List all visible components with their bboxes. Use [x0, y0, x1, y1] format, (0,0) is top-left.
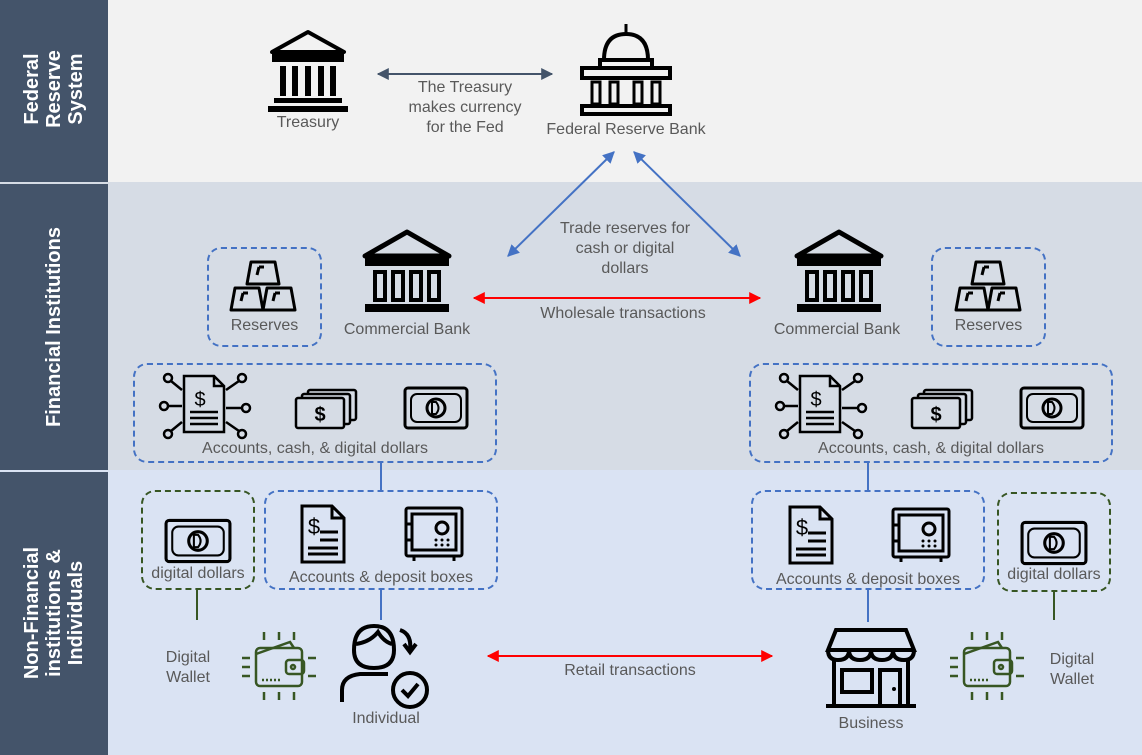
deposit-label-right: Accounts & deposit boxes	[775, 571, 961, 588]
treasury-icon	[268, 30, 348, 112]
sidebar-federal	[0, 0, 108, 182]
wholesale-label: Wholesale transactions	[540, 305, 706, 322]
reserves-box-right	[931, 247, 1046, 347]
reserves-label-left: Reserves	[230, 317, 299, 334]
accounts-box-right	[749, 363, 1113, 463]
digital-dollar-bill-icon	[1020, 520, 1088, 566]
svg-text:$: $	[796, 515, 808, 540]
fed-left-bank-arrow	[507, 151, 615, 257]
accounts-label-left: Accounts, cash, & digital dollars	[202, 440, 428, 457]
cash-stack-icon: $	[910, 388, 974, 430]
individual-user-icon	[340, 623, 429, 709]
reserves-label-right: Reserves	[954, 317, 1023, 334]
digital-wallet-label-right: Digital Wallet	[1049, 651, 1095, 688]
digital-wallet-icon	[242, 632, 316, 700]
cash-stack-icon: $	[294, 388, 358, 430]
digital-dollar-bill-icon	[1019, 386, 1085, 430]
deposit-box-right	[751, 490, 985, 590]
storefront-icon	[825, 628, 917, 708]
connected-document-icon: $	[158, 372, 252, 440]
document-dollar-icon: $	[788, 505, 834, 565]
treasury-fed-label: The Treasury makes currency for the Fed	[408, 79, 522, 136]
trade-reserves-label: Trade reserves for cash or digital dolla…	[559, 220, 691, 277]
digital-dollar-bill-icon	[164, 518, 232, 564]
gold-bars-icon	[954, 260, 1022, 312]
sidebar-financial	[0, 184, 108, 470]
svg-text:$: $	[308, 514, 320, 539]
connected-document-icon: $	[774, 372, 868, 440]
svg-text:$: $	[930, 404, 941, 426]
safe-box-icon	[891, 507, 951, 562]
fed-right-bank-arrow	[633, 151, 741, 257]
svg-text:$: $	[314, 404, 325, 426]
digital-dollars-box-left	[141, 490, 255, 590]
digital-dollar-bill-icon	[403, 386, 469, 430]
accounts-label-right: Accounts, cash, & digital dollars	[818, 440, 1044, 457]
digital-dollars-label-left: digital dollars	[151, 565, 245, 582]
commercial-bank-icon-right	[794, 229, 884, 312]
accounts-box-left	[133, 363, 497, 463]
gold-bars-icon	[229, 260, 297, 312]
commercial-bank-label-right: Commercial Bank	[773, 321, 901, 338]
retail-label: Retail transactions	[564, 662, 696, 679]
digital-dollars-box-right	[997, 492, 1111, 592]
deposit-label-left: Accounts & deposit boxes	[288, 569, 474, 586]
svg-text:$: $	[194, 389, 205, 411]
safe-box-icon	[404, 506, 464, 561]
document-dollar-icon: $	[300, 504, 346, 564]
sidebar-nonfinancial	[0, 472, 108, 755]
digital-dollars-label-right: digital dollars	[1007, 566, 1101, 583]
treasury-label: Treasury	[276, 114, 340, 131]
commercial-bank-icon-left	[362, 229, 452, 312]
svg-text:$: $	[810, 389, 821, 411]
federal-reserve-bank-icon	[580, 24, 672, 116]
commercial-bank-label-left: Commercial Bank	[343, 321, 471, 338]
business-label: Business	[838, 715, 904, 732]
digital-wallet-icon	[950, 632, 1024, 700]
federal-reserve-bank-label: Federal Reserve Bank	[546, 121, 706, 138]
deposit-box-left	[264, 490, 498, 590]
individual-label: Individual	[352, 710, 420, 727]
reserves-box-left	[207, 247, 322, 347]
nonfinancial-band	[0, 470, 1142, 755]
digital-wallet-label-left: Digital Wallet	[165, 649, 211, 686]
